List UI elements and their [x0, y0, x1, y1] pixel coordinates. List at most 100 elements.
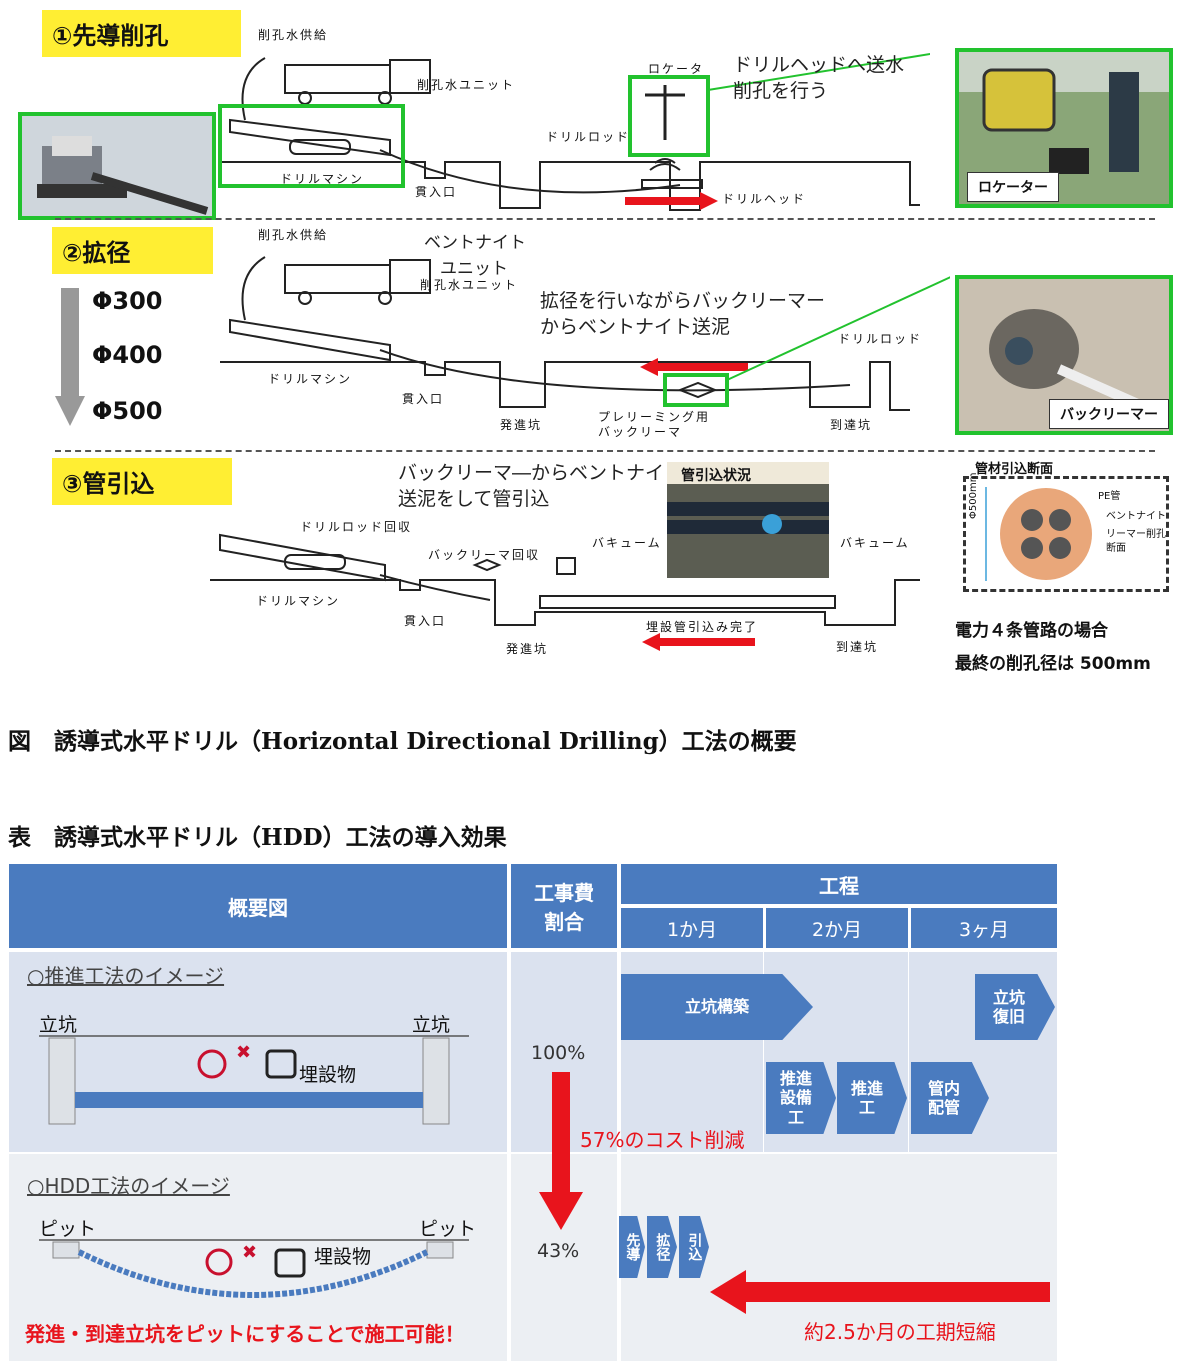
header-schedule: 工程 — [621, 864, 1057, 904]
header-month3: 3ヶ月 — [911, 908, 1057, 948]
diameter-500: Φ500 — [92, 397, 163, 425]
footnote-line1: 電力４条管路の場合 — [955, 621, 1108, 641]
step2-badge: ②拡径 — [52, 227, 213, 274]
row1-left-shaft: 立坑 — [39, 1014, 78, 1036]
header-cost: 工事費 割合 — [511, 864, 617, 948]
step2-water-unit: 削孔水ユニット — [420, 278, 519, 292]
task-jacking-label: 推進工 — [850, 1078, 883, 1117]
row1-title: ○推進工法のイメージ — [27, 964, 225, 988]
task-shaft-restore-label: 立坑復旧 — [992, 987, 1025, 1026]
pipe-pulling-photo-title: 管引込状況 — [681, 468, 751, 484]
task-pipe-install: 管内配管 — [911, 1062, 989, 1134]
section-bentonite: ベントナイト — [1106, 511, 1166, 522]
step2-entry: 貫入口 — [402, 392, 445, 406]
step3-drill-machine: ドリルマシン — [256, 594, 341, 608]
step1-water-supply: 削孔水供給 — [258, 28, 329, 42]
step3-vacuum-left: バキューム — [592, 536, 662, 550]
row2-cost: 43% — [537, 1240, 580, 1262]
step1-note-line1: ドリルヘッドへ送水 — [733, 54, 905, 76]
step2-prereaming-line2: バックリーマ — [598, 425, 683, 439]
step2-note-line1: 拡径を行いながらバックリーマー — [540, 290, 826, 312]
backreamer-photo: バックリーマー — [955, 275, 1173, 435]
footnote-line2: 最終の削孔径は 500mm — [955, 654, 1151, 674]
step3-entry: 貫入口 — [404, 614, 447, 628]
step1-water-unit: 削孔水ユニット — [417, 78, 516, 92]
step1-locator: ロケータ — [648, 62, 705, 76]
header-overview: 概要図 — [9, 864, 507, 948]
header-month1: 1か月 — [621, 908, 763, 948]
cost-reduction-label: 57%のコスト削減 — [580, 1128, 745, 1152]
pipe-cross-section: Φ500mm PE管 ベントナイト リーマー削孔 断面 — [963, 472, 1169, 592]
schedule-shortening-arrow — [710, 1270, 1050, 1314]
step2-bentonite-line1: ベントナイト — [424, 233, 526, 253]
diameter-down-arrow — [55, 288, 85, 426]
step1-note-line2: 削孔を行う — [733, 80, 829, 102]
section-reamer-line2: 断面 — [1106, 543, 1126, 554]
header-cost-line2: 割合 — [544, 910, 584, 934]
task-jacking-equipment: 推進設備工 — [766, 1062, 836, 1134]
figure-caption: 図 誘導式水平ドリル（Horizontal Directional Drilli… — [8, 728, 797, 755]
hdd-slogan: 発進・到達立坑をピットにすることで施工可能！ — [25, 1322, 465, 1346]
step2-bentonite-line2: ユニット — [440, 259, 508, 279]
svg-text:✖: ✖ — [236, 1042, 251, 1063]
divider-2 — [55, 450, 1155, 452]
step1-sketch — [218, 53, 930, 211]
step3-rod-recovery: ドリルロッド回収 — [300, 520, 413, 534]
col-divider-1b — [507, 1154, 511, 1361]
divider-1 — [55, 218, 1155, 220]
step2-arrival-pit: 到達坑 — [830, 418, 873, 432]
step1-drill-head: ドリルヘッド — [722, 192, 807, 206]
step3-reamer-recovery: バックリーマ回収 — [428, 548, 541, 562]
step1-entry: 貫入口 — [415, 185, 458, 199]
step3-vacuum-right: バキューム — [840, 536, 910, 550]
backreamer-photo-label: バックリーマー — [1049, 399, 1169, 429]
svg-text:✖: ✖ — [242, 1242, 257, 1263]
section-title: 管材引込断面 — [975, 462, 1054, 477]
step3-note-line2: 送泥をして管引込 — [398, 488, 550, 510]
header-month2: 2か月 — [766, 908, 908, 948]
step3-arrival-pit: 到達坑 — [836, 640, 879, 654]
section-reamer-line1: リーマー削孔 — [1106, 529, 1166, 540]
section-pe: PE管 — [1098, 491, 1121, 502]
step3-badge: ③管引込 — [52, 458, 232, 505]
table-caption: 表 誘導式水平ドリル（HDD）工法の導入効果 — [8, 824, 507, 851]
step1-drill-rod: ドリルロッド — [546, 130, 631, 144]
cross-section-drawing — [985, 487, 1092, 581]
row2-hdd-sketch: ✖ — [39, 1239, 469, 1298]
step2-note-line2: からベントナイト送泥 — [540, 316, 731, 338]
row1-right-shaft: 立坑 — [412, 1014, 451, 1036]
step2-sketch — [220, 256, 950, 411]
drill-machine-picture — [22, 116, 212, 216]
row2-background — [9, 1154, 1057, 1361]
step3-complete: 埋設管引込み完了 — [646, 620, 759, 634]
row1-buried-object: 埋設物 — [299, 1064, 357, 1086]
header-cost-line1: 工事費 — [534, 881, 594, 905]
task-pipe-install-label: 管内配管 — [927, 1078, 960, 1117]
step2-start-pit: 発進坑 — [500, 418, 543, 432]
step1-badge: ①先導削孔 — [42, 10, 241, 57]
step1-drill-machine: ドリルマシン — [280, 172, 365, 186]
row2-buried-object: 埋設物 — [314, 1246, 372, 1268]
locator-photo: ロケーター — [955, 48, 1173, 208]
task-shaft-restore: 立坑復旧 — [975, 974, 1055, 1040]
row1-jacking-sketch: ✖ — [39, 1035, 469, 1125]
diameter-300: Φ300 — [92, 287, 163, 315]
step3-note-line1: バックリーマ―からベントナイト — [398, 462, 684, 484]
task-jacking-equipment-label: 推進設備工 — [779, 1069, 812, 1127]
step3-start-pit: 発進坑 — [506, 642, 549, 656]
step2-prereaming-line1: プレリーミング用 — [598, 410, 711, 424]
row2-left-pit: ピット — [39, 1218, 97, 1240]
step3-sketch — [210, 533, 920, 651]
schedule-shortening-label: 約2.5か月の工期短縮 — [804, 1320, 996, 1344]
task-jacking: 推進工 — [837, 1062, 907, 1134]
step2-water-supply: 削孔水供給 — [258, 228, 329, 242]
section-dimension: Φ500mm — [968, 472, 979, 519]
row2-title: ○HDD工法のイメージ — [27, 1174, 230, 1198]
pipe-pulling-picture — [667, 462, 829, 578]
hdd-effect-table: 概要図 工事費 割合 工程 1か月 2か月 3ヶ月 ○推進工法のイメージ 立坑 … — [9, 864, 1057, 1361]
step2-drill-machine: ドリルマシン — [268, 372, 353, 386]
cost-reduction-arrow — [539, 1072, 583, 1230]
pipe-pulling-photo: 管引込状況 — [667, 462, 829, 578]
row1-cost: 100% — [531, 1042, 586, 1064]
drill-machine-photo — [18, 112, 216, 220]
